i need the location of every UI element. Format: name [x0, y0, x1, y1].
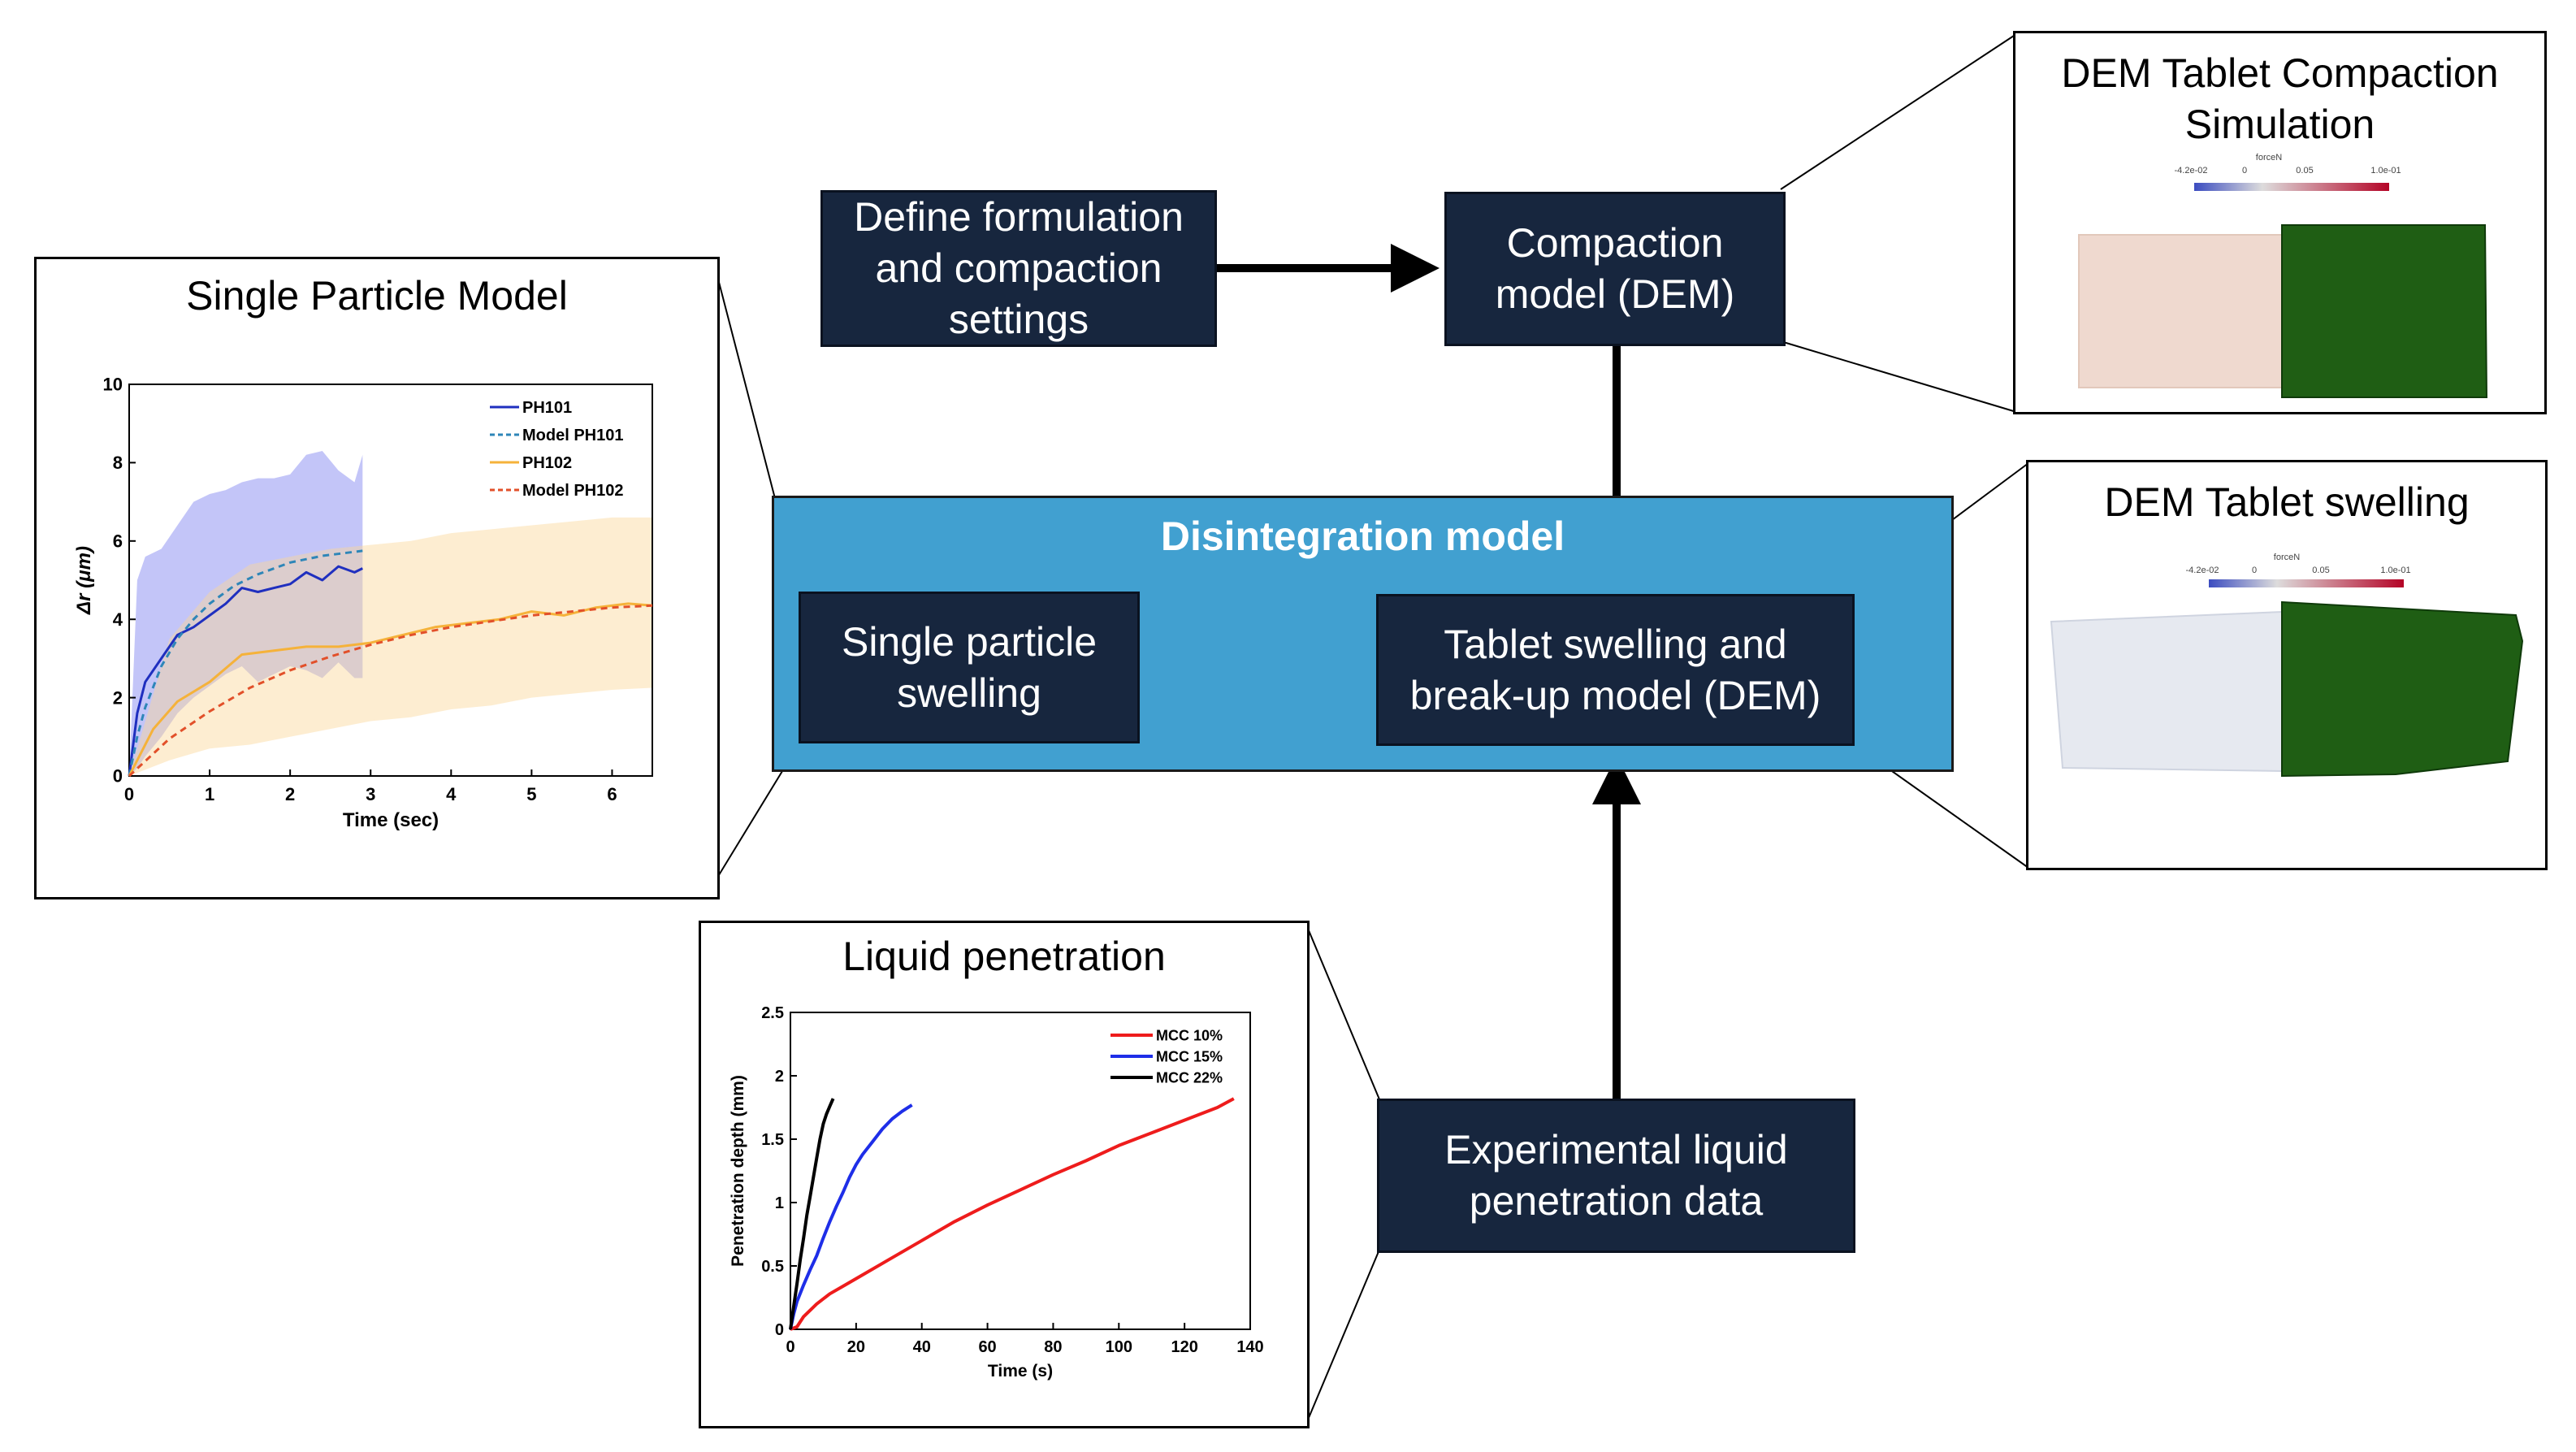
swelling-tablet-transparent-half — [2050, 610, 2283, 773]
y-axis-label: Penetration depth (mm) — [729, 1075, 747, 1267]
y-tick-label: 10 — [103, 375, 123, 395]
x-tick-label: 0 — [786, 1338, 794, 1356]
confidence-band — [129, 517, 652, 776]
y-tick-label: 4 — [113, 609, 123, 630]
single-particle-title: Single Particle Model — [186, 273, 568, 319]
x-tick-label: 6 — [607, 784, 617, 804]
compaction-tablet-transparent-half — [2078, 234, 2283, 388]
x-tick-label: 60 — [978, 1338, 996, 1356]
compaction-colorbar-tick: 0.05 — [2296, 166, 2313, 176]
compaction-colorbar — [2194, 183, 2389, 191]
swelling-colorbar-tick: 1.0e-01 — [2380, 566, 2410, 575]
y-axis-label: Δr (μm) — [73, 546, 95, 615]
legend-label: MCC 22% — [1156, 1069, 1223, 1086]
tablet-swelling-model-box: Tablet swelling and break-up model (DEM) — [1376, 594, 1855, 746]
x-tick-label: 100 — [1106, 1338, 1132, 1356]
swelling-colorbar — [2209, 579, 2404, 587]
swelling-tablet-particles — [2281, 600, 2524, 778]
compaction-model-box: Compaction model (DEM) — [1444, 192, 1786, 346]
compaction-tablet-particles — [2281, 224, 2488, 398]
x-tick-label: 2 — [285, 784, 295, 804]
legend-label: MCC 15% — [1156, 1048, 1223, 1064]
experimental-data-box: Experimental liquid penetration data — [1377, 1099, 1855, 1253]
zoom-line-liquid-bottom — [1305, 1249, 1380, 1424]
series-line — [128, 565, 363, 777]
compaction-colorbar-tick: 0 — [2242, 166, 2247, 176]
liquid-penetration-panel: Liquid penetration 0 20 40 60 80 100 120 140 0 0.… — [699, 921, 1310, 1428]
series-line — [789, 1098, 835, 1330]
legend-label: Model PH101 — [522, 427, 623, 444]
dem-compaction-render: forceN -4.2e-02 0 0.05 1.0e-01 — [2078, 153, 2488, 398]
swelling-colorbar-tick: -4.2e-02 — [2186, 566, 2219, 575]
swelling-colorbar-tick: 0.05 — [2312, 566, 2329, 575]
x-tick-label: 120 — [1171, 1338, 1197, 1356]
compaction-colorbar-label: forceN — [2256, 153, 2282, 163]
dem-compaction-title: DEM Tablet Compaction Simulation — [2061, 50, 2499, 147]
liquid-penetration-title: Liquid penetration — [842, 934, 1166, 979]
legend-label: Model PH102 — [522, 482, 623, 500]
dem-compaction-panel: DEM Tablet Compaction Simulation forceN … — [2013, 31, 2547, 414]
swelling-colorbar-label: forceN — [2274, 553, 2300, 562]
disintegration-model-label: Disintegration model — [1160, 514, 1565, 559]
dem-swelling-title: DEM Tablet swelling — [2104, 479, 2470, 525]
dem-swelling-render: forceN -4.2e-02 0 0.05 1.0e-01 — [2050, 553, 2524, 778]
x-tick-label: 80 — [1044, 1338, 1062, 1356]
y-tick-label: 0 — [775, 1321, 784, 1339]
compaction-colorbar-tick: -4.2e-02 — [2175, 166, 2208, 176]
compaction-colorbar-tick: 1.0e-01 — [2370, 166, 2401, 176]
series-line — [128, 602, 653, 777]
series-line — [790, 1097, 1235, 1331]
legend-label: MCC 10% — [1156, 1027, 1223, 1043]
x-tick-label: 4 — [446, 784, 457, 804]
y-tick-label: 2.5 — [761, 1004, 784, 1022]
dem-swelling-panel: DEM Tablet swelling forceN -4.2e-02 0 0.… — [2026, 460, 2548, 870]
series-line — [128, 549, 363, 777]
x-tick-label: 20 — [847, 1338, 865, 1356]
x-tick-label: 5 — [526, 784, 536, 804]
x-axis-label: Time (s) — [988, 1362, 1053, 1380]
y-tick-label: 0 — [113, 766, 123, 787]
y-tick-label: 6 — [113, 531, 123, 552]
zoom-line-compaction-top — [1780, 33, 2017, 190]
y-tick-label: 2 — [775, 1068, 784, 1086]
series-line — [128, 604, 653, 778]
x-axis-label: Time (sec) — [343, 809, 439, 831]
swelling-colorbar-tick: 0 — [2252, 566, 2257, 575]
plot-frame — [790, 1012, 1251, 1330]
x-tick-label: 3 — [366, 784, 375, 804]
single-particle-swelling-box: Single particle swelling — [799, 592, 1140, 743]
x-tick-label: 40 — [913, 1338, 931, 1356]
y-tick-label: 0.5 — [761, 1258, 784, 1276]
x-tick-label: 140 — [1236, 1338, 1263, 1356]
zoom-line-compaction-bottom — [1780, 340, 2017, 413]
legend-label: PH102 — [522, 454, 572, 472]
define-formulation-box: Define formulation and compaction settin… — [820, 190, 1217, 347]
y-tick-label: 1.5 — [761, 1131, 784, 1149]
plot-frame — [128, 384, 653, 777]
y-tick-label: 1 — [775, 1194, 784, 1212]
x-tick-label: 1 — [205, 784, 214, 804]
legend-label: PH101 — [522, 399, 572, 417]
y-tick-label: 2 — [113, 687, 123, 708]
x-tick-label: 0 — [124, 784, 134, 804]
zoom-line-liquid-top — [1305, 924, 1380, 1100]
series-line — [789, 1103, 913, 1330]
y-tick-label: 8 — [113, 453, 123, 473]
